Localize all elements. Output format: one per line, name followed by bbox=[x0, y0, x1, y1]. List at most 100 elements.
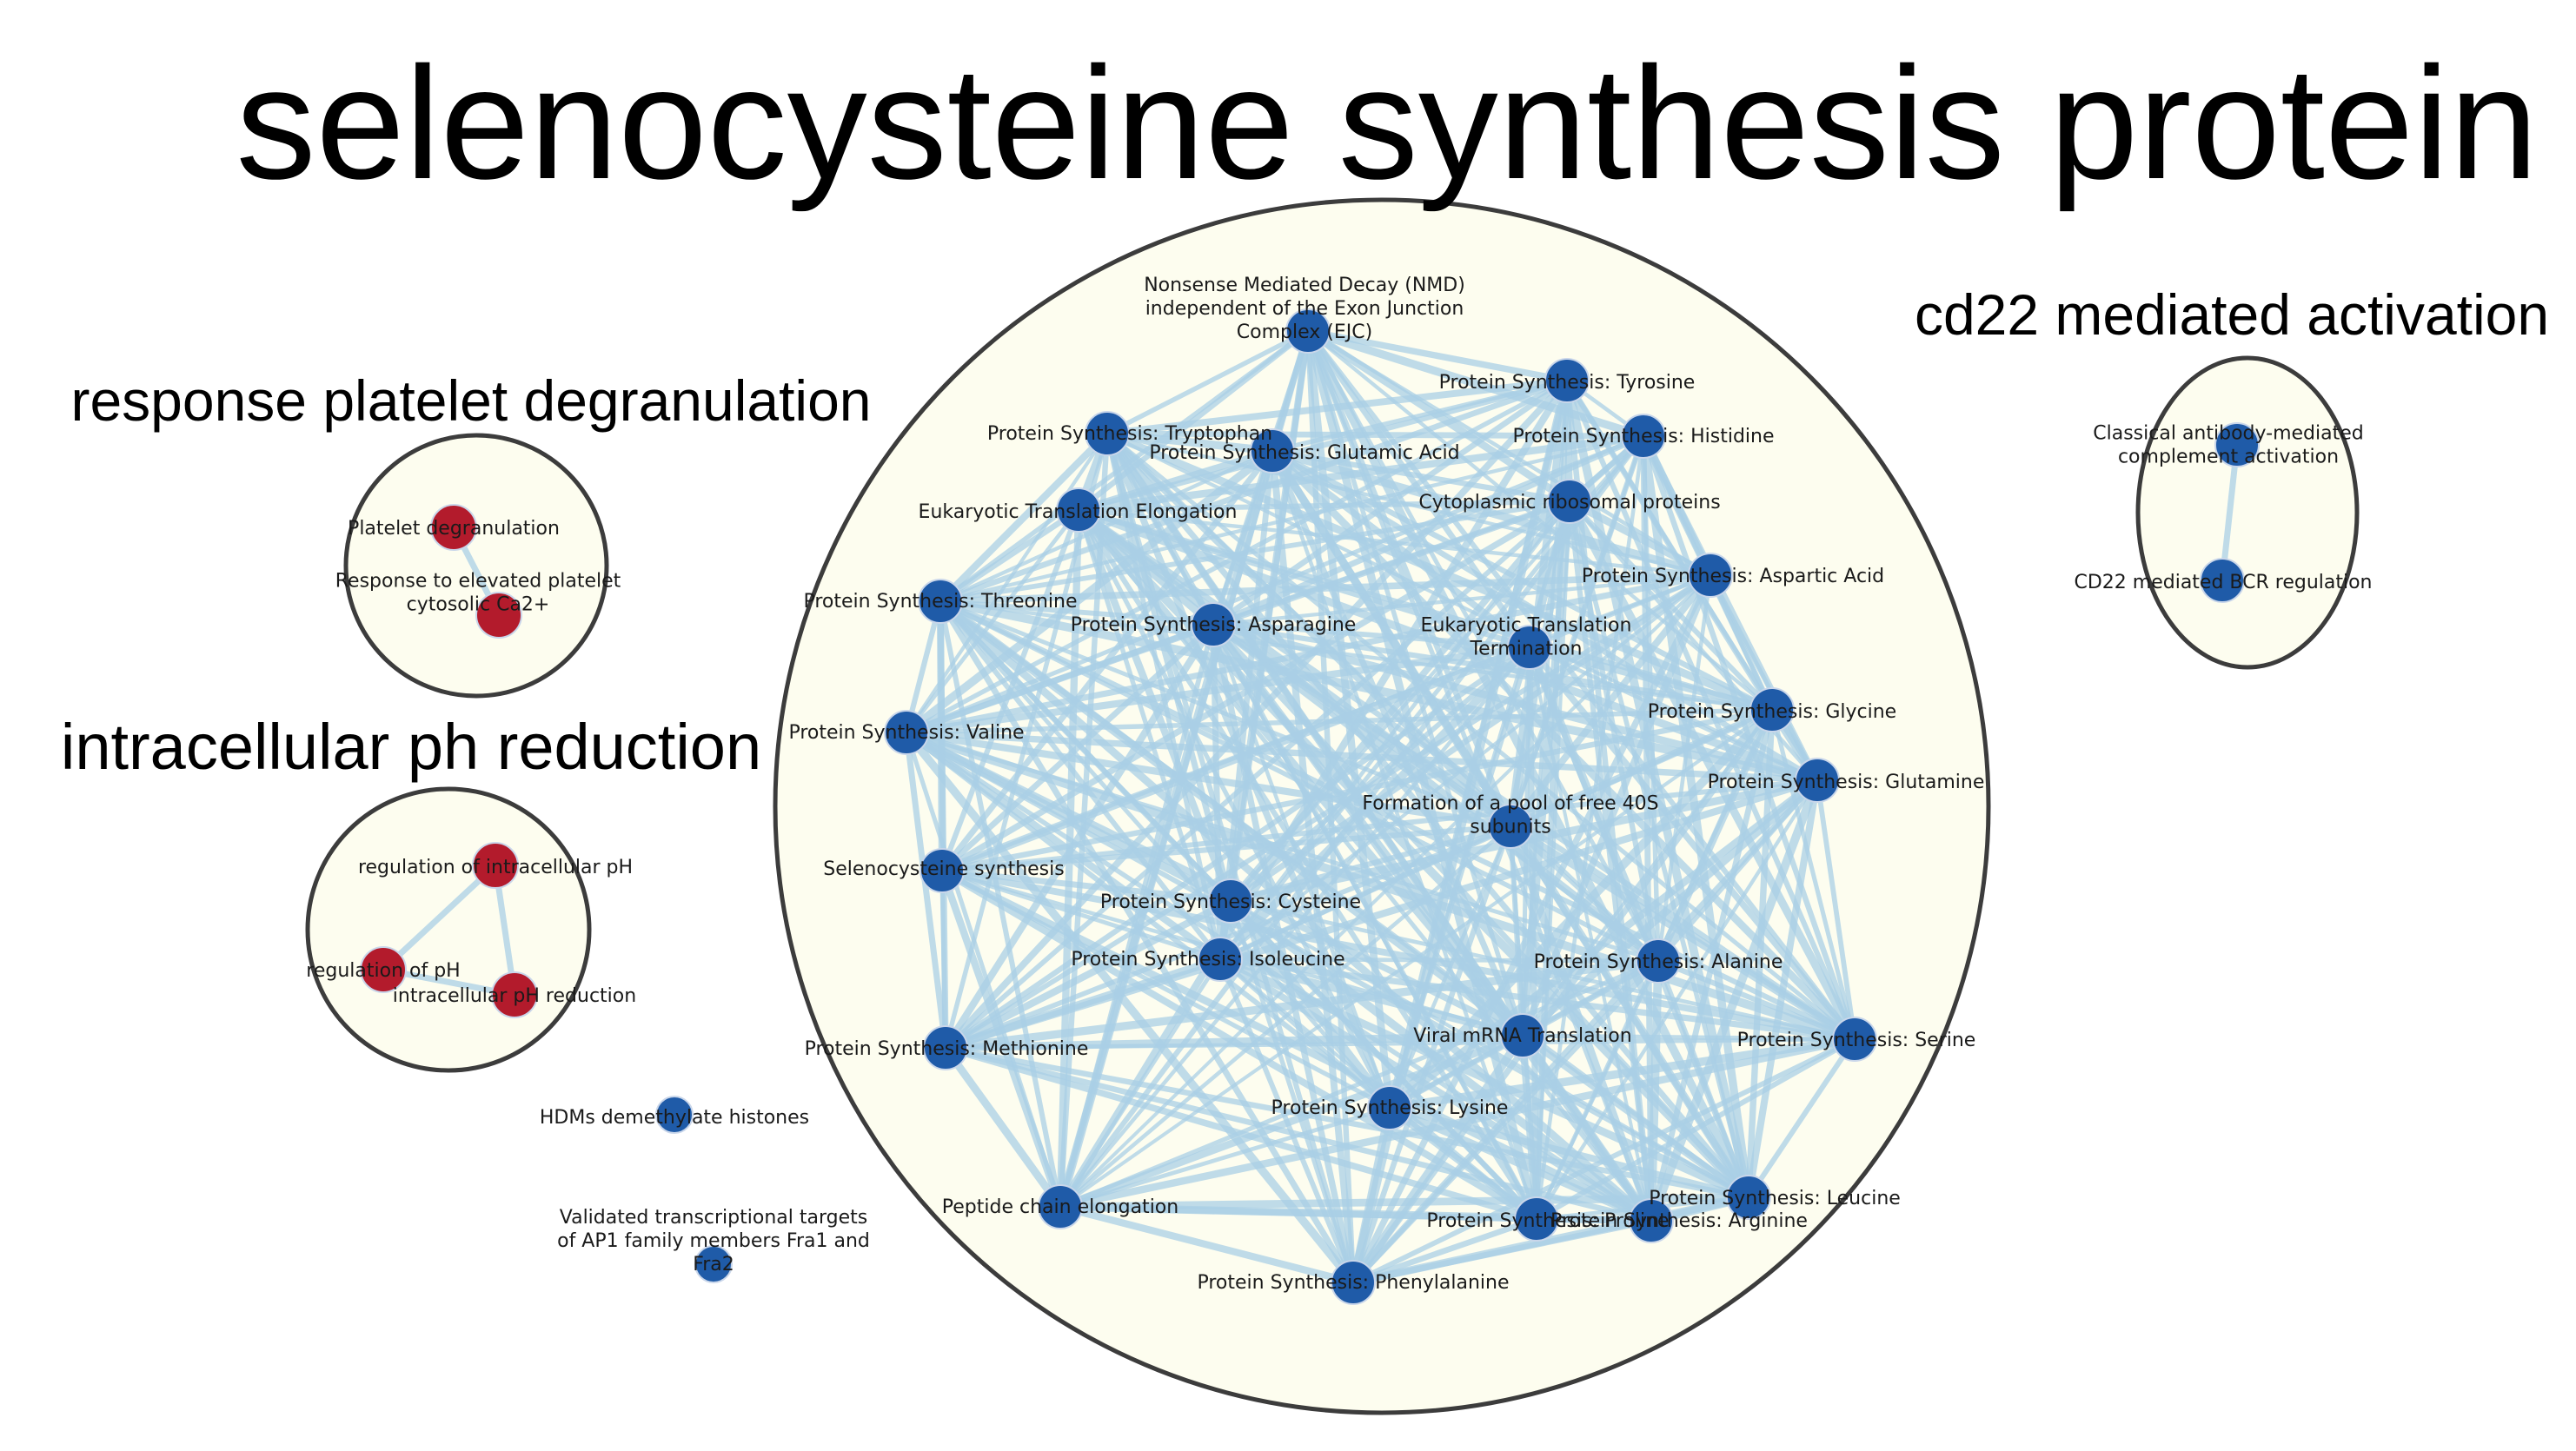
edge bbox=[939, 867, 1234, 904]
edge bbox=[1228, 898, 1857, 1042]
node[interactable] bbox=[1636, 938, 1681, 984]
node[interactable] bbox=[1331, 1260, 1376, 1305]
node-label: Protein Synthesis: Lysine bbox=[1271, 1097, 1509, 1119]
edge bbox=[1305, 328, 1570, 384]
node[interactable] bbox=[1191, 602, 1236, 647]
edge bbox=[1528, 646, 1653, 1222]
edge bbox=[903, 729, 1821, 784]
node-label: Protein Synthesis: Leucine bbox=[1649, 1188, 1901, 1209]
node-label: Protein Synthesis: Methionine bbox=[805, 1038, 1089, 1060]
edge bbox=[936, 429, 1112, 606]
node[interactable] bbox=[472, 842, 519, 889]
edge bbox=[939, 823, 1514, 874]
edge bbox=[1525, 643, 1776, 714]
node-label: Protein Synthesis: Isoleucine bbox=[1071, 949, 1344, 971]
node[interactable] bbox=[1367, 1085, 1412, 1130]
edge bbox=[1566, 498, 1655, 1224]
node-label: Protein Synthesis: Proline bbox=[1426, 1210, 1669, 1232]
node[interactable] bbox=[491, 971, 538, 1018]
cluster-title: response platelet degranulation bbox=[70, 368, 871, 433]
cluster-title: intracellular ph reduction bbox=[61, 711, 761, 783]
edge bbox=[938, 499, 1572, 604]
edge bbox=[1744, 776, 1822, 1202]
node[interactable] bbox=[475, 592, 522, 639]
node[interactable] bbox=[1544, 358, 1590, 403]
node[interactable] bbox=[1198, 937, 1243, 982]
edge bbox=[1074, 432, 1648, 514]
edge bbox=[938, 599, 1513, 829]
node-label: Protein Synthesis: Glutamic Acid bbox=[1149, 442, 1459, 464]
node[interactable] bbox=[1832, 1017, 1877, 1062]
edge bbox=[1815, 778, 1857, 1042]
edge bbox=[941, 957, 1663, 1052]
node[interactable] bbox=[1507, 625, 1552, 670]
node-label: Eukaryotic Translation Elongation bbox=[919, 501, 1238, 523]
node[interactable] bbox=[923, 1025, 968, 1070]
node-label: regulation of pH bbox=[306, 960, 460, 982]
edge bbox=[1350, 1216, 1540, 1286]
node[interactable] bbox=[1547, 479, 1592, 524]
edge bbox=[1075, 447, 1276, 513]
edge bbox=[1056, 1031, 1527, 1211]
edge bbox=[1518, 1031, 1753, 1202]
edge bbox=[941, 955, 1225, 1052]
edge bbox=[1218, 499, 1572, 962]
node[interactable] bbox=[1629, 1198, 1674, 1243]
node[interactable] bbox=[1488, 804, 1533, 849]
edge bbox=[1518, 1031, 1541, 1223]
node[interactable] bbox=[1514, 1196, 1559, 1242]
figure-title: selenocysteine synthesis protein bbox=[236, 33, 2538, 212]
edge bbox=[1656, 958, 1751, 1200]
cluster-main: Nonsense Mediated Decay (NMD)independent… bbox=[773, 197, 1991, 1415]
edge bbox=[938, 434, 1646, 604]
node[interactable] bbox=[884, 710, 929, 755]
node[interactable] bbox=[1500, 1013, 1545, 1058]
node[interactable] bbox=[1250, 428, 1295, 474]
node-label: Protein Synthesis: Tyrosine bbox=[1439, 372, 1696, 394]
edge bbox=[903, 729, 949, 1051]
node-label: Cytoplasmic ribosomal proteins bbox=[1418, 492, 1720, 513]
node[interactable] bbox=[1688, 553, 1733, 598]
node[interactable] bbox=[1056, 487, 1101, 533]
node[interactable] bbox=[1208, 878, 1253, 924]
node[interactable] bbox=[1749, 687, 1795, 732]
node[interactable] bbox=[918, 579, 963, 624]
edge bbox=[1534, 1037, 1857, 1222]
node[interactable] bbox=[1621, 414, 1666, 459]
node[interactable] bbox=[1726, 1175, 1771, 1220]
edge bbox=[1506, 822, 1859, 1044]
node-label: Protein Synthesis: Aspartic Acid bbox=[1582, 566, 1884, 587]
node[interactable] bbox=[1795, 758, 1840, 803]
edge bbox=[1216, 955, 1753, 1202]
node[interactable] bbox=[430, 504, 477, 551]
edge bbox=[1745, 1036, 1858, 1201]
edge bbox=[902, 728, 1358, 1287]
node[interactable] bbox=[360, 946, 407, 993]
edge bbox=[902, 447, 1277, 737]
edge bbox=[937, 572, 1714, 605]
node-label: Protein Synthesis: Alanine bbox=[1534, 951, 1783, 973]
edge bbox=[1769, 707, 1857, 1042]
edge bbox=[939, 868, 948, 1050]
edge bbox=[1228, 645, 1532, 904]
node[interactable] bbox=[1085, 411, 1130, 456]
node[interactable] bbox=[1038, 1184, 1083, 1229]
node-label: regulation of intracellular pH bbox=[358, 857, 633, 878]
edge bbox=[904, 707, 1775, 735]
edge bbox=[1075, 507, 1858, 1043]
node-label: Nonsense Mediated Decay (NMD)independent… bbox=[1144, 275, 1465, 343]
node[interactable] bbox=[920, 848, 965, 893]
edge bbox=[1104, 430, 1647, 440]
node[interactable] bbox=[655, 1096, 694, 1134]
edge bbox=[2219, 441, 2241, 584]
node[interactable] bbox=[694, 1245, 733, 1283]
edge bbox=[1386, 644, 1533, 1111]
node-label: Protein Synthesis: Serine bbox=[1737, 1030, 1976, 1051]
node[interactable] bbox=[1285, 308, 1331, 354]
edge bbox=[1350, 1217, 1655, 1286]
node[interactable] bbox=[2214, 422, 2260, 467]
node[interactable] bbox=[2200, 558, 2245, 603]
edge bbox=[1520, 1033, 1857, 1042]
